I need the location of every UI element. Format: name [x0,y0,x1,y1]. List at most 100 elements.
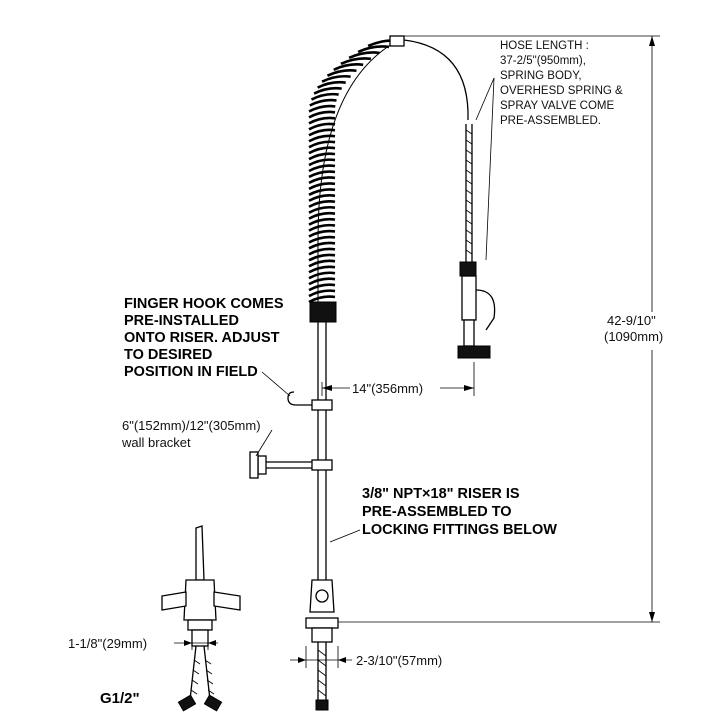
spray-valve-coupling [459,261,477,277]
wall-bracket-note: 6"(152mm)/12"(305mm) wall bracket [121,418,261,450]
spring-coil-turn [308,211,336,220]
spring-coil-turn [308,122,336,131]
spring-coil-turn [321,74,351,83]
spring-coil-turn [308,134,336,143]
spring-coil-turn [308,247,336,256]
deck-hose-braid [190,659,215,695]
spray-valve-handle [475,289,496,331]
riser-base-flange [305,617,339,629]
height-arrow-bottom [649,612,655,622]
wall-bracket-flange [249,451,259,479]
base-arrow-right [338,657,346,663]
base-arrow-left [298,657,306,663]
spray-valve-neck [463,319,475,347]
finger-hook-note-line: TO DESIRED [124,347,212,363]
spring-body [308,39,400,304]
spring-coil-turn [308,200,336,208]
deck-faucet [161,525,241,712]
spring-coil-turn [308,253,336,262]
finger-hook [287,391,312,406]
wall-bracket-note-line: wall bracket [121,435,191,450]
spring-coil-turn [308,205,336,214]
spring-coil-turn [310,92,339,101]
spring-coil-turn [308,259,336,268]
spring-coil-turn [348,51,380,60]
spring-coil-turn [308,217,336,226]
spring-coil-turn [326,69,357,77]
spray-assembly [403,39,496,359]
wall-bracket-note-line: 6"(152mm)/12"(305mm) [122,418,261,433]
finger-hook-note: FINGER HOOK COMES PRE-INSTALLED ONTO RIS… [124,296,284,380]
finger-hook-note-line: POSITION IN FIELD [124,364,258,380]
riser-note-line: PRE-ASSEMBLED TO [362,504,512,520]
deck-faucet-left-handle [161,591,187,611]
hose-note-line: SPRING BODY, [500,70,582,82]
spring-coil-turn [333,63,364,71]
hose-note-leader-2 [485,77,495,261]
deck-faucet-spout [195,525,205,581]
finger-hook-clamp [311,399,333,411]
spring-coil-turn [357,45,390,54]
spray-valve-body [461,275,477,321]
spring-coil-turn [308,283,336,292]
hose-note-line: PRE-ASSEMBLED. [500,115,601,127]
riser-hose-fitting [315,699,329,711]
spring-coil-turn [308,170,336,179]
riser-base-shank [311,627,333,643]
wall-bracket-clamp [311,459,333,471]
reach-arrow-left [322,385,332,391]
hose-note-line: 37-2/5"(950mm), [500,55,586,67]
deck-faucet-body [183,579,217,621]
deck-faucet-shank [191,629,209,647]
spring-coil-turn [308,277,336,286]
spring-coil-turn [308,188,336,196]
hose-length-note: HOSE LENGTH : 37-2/5"(950mm), SPRING BOD… [500,40,623,127]
spring-coil-turn [308,271,336,280]
riser-note-line: LOCKING FITTINGS BELOW [362,522,557,538]
wall-bracket-plate [257,455,267,475]
total-height-label: 42-9/10" [607,313,656,328]
spring-bottom-collar [309,301,337,323]
spring-coil-turn [308,128,336,137]
finger-hook-note-line: ONTO RISER. ADJUST [124,330,280,346]
hose-note-leader-1 [475,77,495,121]
riser-body-nut [315,589,329,603]
riser-note-line: 3/8" NPT×18" RISER IS [362,486,520,502]
finger-hook-leader [261,371,291,397]
deck-faucet-right-handle [213,591,241,611]
thread-size-label: G1/2" [100,690,140,707]
total-height-mm-label: (1090mm) [604,329,663,344]
hose-braid [465,129,473,255]
spray-head [457,345,491,359]
wall-bracket-leader [255,429,273,457]
overhead-hose [403,39,469,121]
spring-inner-hose [317,43,393,302]
spring-coil-turn [317,80,346,89]
spring-coil-turn [340,57,372,65]
spring-coil-turn [308,235,336,244]
shank-arrow-right [208,640,216,646]
finger-hook-note-line: PRE-INSTALLED [124,313,239,329]
riser-note: 3/8" NPT×18" RISER IS PRE-ASSEMBLED TO L… [362,486,557,538]
dimension-lines [174,35,660,668]
reach-arrow-right [464,385,474,391]
shank-width-label: 1-1/8"(29mm) [68,636,147,651]
spring-coil-turn [308,158,336,167]
spring-coil-turn [308,223,336,232]
spring-top-cap [389,35,405,47]
spring-coil-turn [308,289,336,298]
deck-faucet-supply-hoses [189,645,211,701]
hose-note-line: HOSE LENGTH : [500,40,589,52]
spring-coil-turn [308,104,336,113]
spring-coil-turn [309,98,337,107]
spring-coil-turn [308,194,336,202]
spring-coil-turn [308,152,336,161]
riser-hose-braid [317,649,327,697]
spring-coil-turn [308,182,336,191]
spring-coil-turn [308,110,336,119]
deck-hose-fitting-left [177,694,197,712]
arm-reach-label: 14"(356mm) [352,381,423,396]
spring-coil-turn [308,146,336,155]
shank-arrow-left [184,640,192,646]
